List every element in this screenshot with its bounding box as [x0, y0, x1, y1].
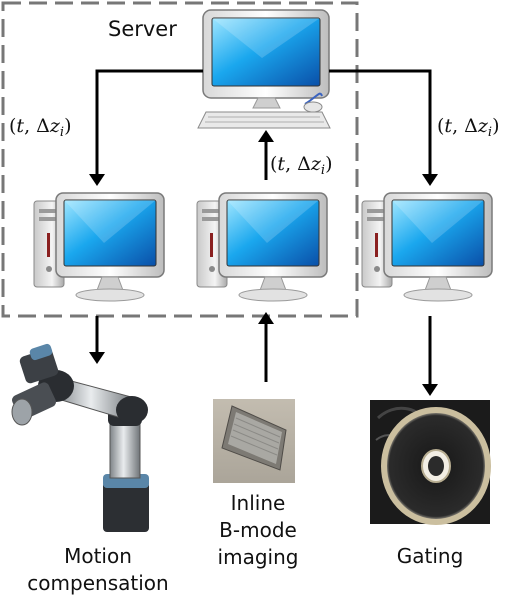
edge-label-to-right: (t, Δzi) — [437, 115, 500, 140]
edge-label-from-middle: (t, Δzi) — [270, 153, 333, 178]
edge-label-to-left: (t, Δzi) — [9, 115, 72, 140]
device-label-gating: Gating — [397, 544, 464, 568]
ultrasound-probe-icon — [213, 399, 295, 483]
server-boundary — [1, 1, 359, 318]
arrowhead — [258, 312, 274, 324]
server-label: Server — [108, 17, 177, 41]
arrowhead — [422, 174, 438, 186]
robot-arm-icon — [11, 343, 149, 532]
device-label-motion: Motion — [64, 544, 132, 568]
device-label-imaging: imaging — [218, 545, 299, 569]
arrowhead — [89, 352, 105, 364]
server-computer-icon — [197, 9, 331, 129]
client-computer-icon — [33, 192, 165, 302]
arrowhead — [89, 174, 105, 186]
client-computer-icon — [361, 192, 493, 302]
device-label-motion: compensation — [27, 571, 168, 595]
connection-arrows — [95, 69, 432, 385]
arrowhead — [258, 130, 274, 142]
arrowhead — [422, 384, 438, 396]
arrow-server-to-left — [95, 69, 203, 176]
gating-ring-icon — [370, 400, 491, 525]
client-computer-icon — [196, 192, 328, 302]
device-label-imaging: Inline — [231, 491, 286, 515]
device-label-imaging: B-mode — [219, 518, 297, 542]
arrow-server-to-right — [329, 69, 432, 176]
